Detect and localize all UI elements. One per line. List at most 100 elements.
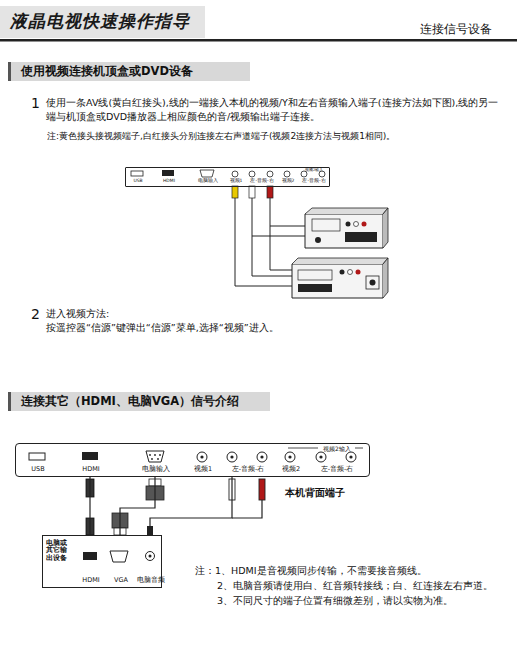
drawing-stroke xyxy=(110,551,128,562)
note-text: 2、电脑音频请使用白、红音频转接线；白、红连接左右声道。 xyxy=(217,580,493,592)
drawing-stroke xyxy=(29,453,45,460)
drawing-stroke xyxy=(319,171,325,177)
drawing-stroke xyxy=(260,455,263,458)
drawing-stroke xyxy=(288,448,318,449)
drawing-stroke xyxy=(159,454,161,456)
port-label: 视频2 xyxy=(282,466,300,473)
port-label: 电脑音频 xyxy=(137,577,165,584)
drawing-stroke xyxy=(270,198,305,226)
drawing-stroke xyxy=(366,276,379,289)
port-label: 左-音频-右 xyxy=(232,466,265,473)
note-text: 3、不同尺寸的端子位置有细微差别，请以实物为准。 xyxy=(217,595,453,607)
cable-connector xyxy=(150,477,232,535)
drawing-stroke xyxy=(298,284,332,292)
section-name: 连接信号设备 xyxy=(420,22,492,38)
section-heading: 使用视频连接机顶盒或DVD设备 xyxy=(8,62,250,81)
instruction-text: 按遥控器“信源”键弹出“信源”菜单,选择“视频”进入。 xyxy=(46,322,279,334)
drawing-stroke xyxy=(149,454,151,456)
drawing-stroke xyxy=(285,452,295,462)
port-label: 视频2输入 xyxy=(323,446,351,453)
drawing-stroke xyxy=(356,270,361,275)
drawing-stroke xyxy=(83,552,97,560)
drawing-stroke xyxy=(200,455,203,458)
header-rule xyxy=(0,39,517,42)
drawing-stroke xyxy=(349,455,352,458)
panel-caption: 本机背面端子 xyxy=(285,486,345,499)
drawing-stroke xyxy=(232,500,262,518)
drawing-stroke xyxy=(316,452,326,462)
drawing-stroke xyxy=(230,455,233,458)
port-label: USB xyxy=(133,179,142,184)
note-text: 注:黄色接头接视频端子,白红接头分别连接左右声道端子(视频2连接方法与视频1相同… xyxy=(47,131,395,143)
drawing-stroke xyxy=(270,226,292,270)
page-title: 液晶电视快速操作指导 xyxy=(10,10,190,32)
drawing-stroke xyxy=(157,458,159,460)
instruction-text: 使用一条AV线(黄白红接头),线的一端接入本机的视频/Y和左右音频输入端子(连接… xyxy=(46,96,508,125)
drawing-stroke xyxy=(292,264,383,298)
drawing-stroke xyxy=(267,171,273,177)
note-text: 注：1、HDMI是音视频同步传输，不需要接音频线。 xyxy=(195,565,427,577)
drawing-stroke xyxy=(346,222,351,227)
drawing-stroke xyxy=(200,170,214,177)
drawing-stroke xyxy=(298,270,332,280)
drawing-stroke xyxy=(315,237,321,243)
port-label: 视频2输入 xyxy=(305,169,323,173)
drawing-stroke xyxy=(319,455,322,458)
drawing-stroke xyxy=(305,208,388,214)
device-ports xyxy=(83,551,155,562)
output-device-box: 电脑或其它输出设备 HDMI VGA 电脑音频 xyxy=(42,535,162,588)
port-label: USB xyxy=(31,466,44,473)
drawing-stroke xyxy=(259,479,265,500)
port-label: 视频2 xyxy=(282,179,295,184)
port-label: HDMI xyxy=(163,179,175,184)
drawing-stroke xyxy=(305,214,383,248)
header-band xyxy=(0,6,205,38)
drawing-stroke xyxy=(345,232,377,242)
port-label: 左-音频-右 xyxy=(250,179,273,184)
port-label: 左-音频-右 xyxy=(321,466,354,473)
drawing-stroke xyxy=(284,171,290,177)
port-label: HDMI xyxy=(82,466,99,473)
drawing-stroke xyxy=(355,448,363,449)
port-label: 视频1 xyxy=(230,179,243,184)
drawing-stroke xyxy=(154,454,156,456)
drawing-stroke xyxy=(249,171,255,177)
drawing-stroke xyxy=(131,171,143,176)
drawing-stroke xyxy=(252,198,305,236)
drawing-stroke xyxy=(232,171,238,177)
drawing-stroke xyxy=(340,270,345,275)
instruction-text: 进入视频方法: xyxy=(46,308,109,320)
terminal-panel: USBHDMI电脑输入视频1左-音频-右视频2左-音频-右视频2输入 xyxy=(125,167,330,187)
drawing-stroke xyxy=(151,458,153,460)
drawing-stroke xyxy=(235,198,292,286)
drawing-stroke xyxy=(383,208,388,248)
port-label: 左-音频-右 xyxy=(302,179,325,184)
port-label: VGA xyxy=(114,577,128,584)
drawing-stroke xyxy=(146,451,164,462)
port-label: HDMI xyxy=(82,577,99,584)
drawing-stroke xyxy=(288,455,291,458)
drawing-stroke xyxy=(354,222,359,227)
drawing-stroke xyxy=(346,452,356,462)
drawing-stroke xyxy=(267,186,273,198)
drawing-stroke xyxy=(257,452,267,462)
drawing-stroke xyxy=(370,280,376,286)
terminal-panel: USBHDMI电脑输入视频1左-音频-右视频2左-音频-右视频2输入 xyxy=(15,443,370,477)
device-name: 电脑或其它输出设备 xyxy=(46,540,68,562)
small-panel-ports xyxy=(131,170,325,177)
panel-ports xyxy=(29,448,363,462)
port-label: 视频1 xyxy=(194,466,212,473)
dvd-player xyxy=(292,258,388,298)
drawing-stroke xyxy=(227,452,237,462)
drawing-stroke xyxy=(149,555,152,558)
drawing-stroke xyxy=(383,258,388,298)
cable-plugs xyxy=(86,479,265,535)
section-heading: 连接其它（HDMI、电脑VGA）信号介绍 xyxy=(8,392,270,411)
drawing-stroke xyxy=(362,222,367,227)
step-number: 2 xyxy=(31,305,40,323)
drawing-stroke xyxy=(348,270,353,275)
drawing-stroke xyxy=(232,186,238,198)
drawing-stroke xyxy=(312,219,340,231)
cable-connector xyxy=(89,477,90,535)
